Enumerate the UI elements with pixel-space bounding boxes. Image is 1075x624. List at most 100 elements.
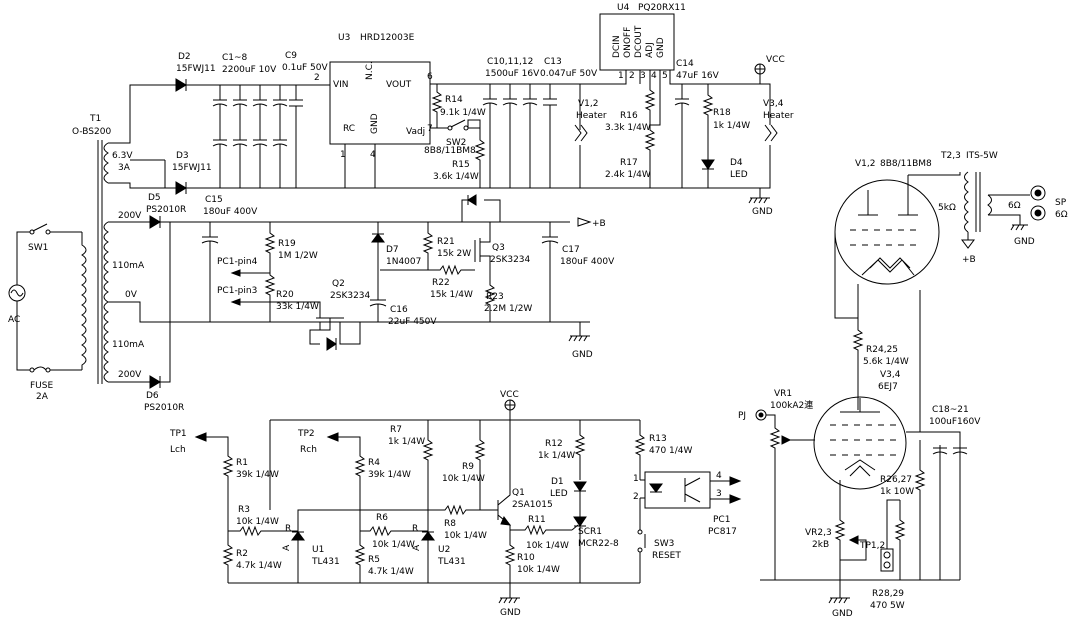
- svg-text:T1: T1: [89, 114, 101, 124]
- capacitor: [502, 84, 518, 188]
- svg-text:VCC: VCC: [500, 390, 519, 400]
- svg-text:PS2010R: PS2010R: [146, 205, 186, 215]
- output-stage: V1,2 8B8/11BM8 T2,3 ITS-5W 5kΩ 6Ω +B SP …: [738, 151, 1068, 619]
- svg-text:6Ω: 6Ω: [1055, 210, 1068, 220]
- svg-text:R9: R9: [462, 462, 474, 472]
- svg-text:15k 2W: 15k 2W: [437, 249, 471, 259]
- svg-text:ITS-5W: ITS-5W: [966, 151, 998, 161]
- svg-text:1k 1/4W: 1k 1/4W: [388, 437, 425, 447]
- svg-text:C15: C15: [205, 195, 223, 205]
- svg-text:R21: R21: [437, 237, 455, 247]
- capacitor: [212, 125, 228, 188]
- svg-text:1k 10W: 1k 10W: [880, 487, 914, 497]
- svg-text:180uF 400V: 180uF 400V: [203, 207, 258, 217]
- svg-text:C18~21: C18~21: [932, 405, 969, 415]
- svg-text:22uF 450V: 22uF 450V: [388, 317, 437, 327]
- svg-text:R24,25: R24,25: [866, 345, 898, 355]
- svg-text:TP1: TP1: [169, 429, 187, 439]
- svg-text:Q2: Q2: [332, 279, 345, 289]
- svg-text:2SK3234: 2SK3234: [330, 291, 371, 301]
- svg-text:39k 1/4W: 39k 1/4W: [368, 470, 411, 480]
- svg-text:2kB: 2kB: [812, 540, 829, 550]
- svg-text:180uF 400V: 180uF 400V: [560, 257, 615, 267]
- svg-text:0V: 0V: [125, 290, 138, 300]
- svg-text:LED: LED: [730, 170, 748, 180]
- svg-text:R11: R11: [528, 515, 546, 525]
- svg-text:C16: C16: [390, 305, 408, 315]
- svg-text:R14: R14: [445, 95, 463, 105]
- capacitor: [232, 125, 248, 188]
- svg-text:8B8/11BM8: 8B8/11BM8: [424, 146, 476, 156]
- svg-text:10k 1/4W: 10k 1/4W: [526, 541, 569, 551]
- svg-text:1: 1: [633, 474, 639, 484]
- svg-text:4: 4: [716, 471, 722, 481]
- svg-text:10k 1/4W: 10k 1/4W: [444, 531, 487, 541]
- svg-text:1M 1/2W: 1M 1/2W: [278, 251, 318, 261]
- svg-text:Vadj: Vadj: [406, 127, 425, 137]
- svg-text:D7: D7: [386, 245, 399, 255]
- svg-text:15FWJ11: 15FWJ11: [176, 64, 216, 74]
- svg-text:D2: D2: [178, 52, 191, 62]
- svg-text:D6: D6: [146, 391, 159, 401]
- svg-text:9.1k 1/4W: 9.1k 1/4W: [440, 108, 486, 118]
- svg-text:R12: R12: [545, 439, 563, 449]
- svg-text:C14: C14: [676, 59, 694, 69]
- svg-text:A: A: [412, 544, 422, 551]
- svg-text:PJ: PJ: [738, 411, 746, 421]
- svg-text:TL431: TL431: [437, 557, 466, 567]
- svg-text:D5: D5: [148, 193, 161, 203]
- svg-text:SW2: SW2: [446, 138, 466, 148]
- svg-text:10k 1/4W: 10k 1/4W: [517, 565, 560, 575]
- svg-text:10k 1/4W: 10k 1/4W: [442, 474, 485, 484]
- svg-text:1k 1/4W: 1k 1/4W: [713, 121, 750, 131]
- svg-text:R: R: [412, 524, 418, 534]
- svg-text:Rch: Rch: [300, 445, 317, 455]
- svg-text:1: 1: [340, 150, 346, 160]
- svg-text:R3: R3: [238, 505, 250, 515]
- svg-text:100uF160V: 100uF160V: [929, 417, 981, 427]
- svg-text:TP1,2: TP1,2: [859, 541, 885, 551]
- svg-text:VR1: VR1: [774, 389, 792, 399]
- svg-text:Heater: Heater: [763, 111, 794, 121]
- svg-text:2: 2: [314, 73, 320, 83]
- ac-input: AC SW1 FUSE 2A T1 O-BS200 6.3V 3A 200V 1…: [8, 84, 590, 402]
- svg-text:39k 1/4W: 39k 1/4W: [236, 470, 279, 480]
- svg-text:C13: C13: [544, 57, 562, 67]
- svg-text:10k 1/4W: 10k 1/4W: [236, 517, 279, 527]
- svg-text:33k 1/4W: 33k 1/4W: [276, 302, 319, 312]
- svg-text:A: A: [282, 544, 292, 551]
- svg-text:VIN: VIN: [333, 80, 349, 90]
- svg-text:4.7k 1/4W: 4.7k 1/4W: [368, 567, 414, 577]
- svg-text:RESET: RESET: [652, 551, 681, 561]
- svg-text:R8: R8: [444, 519, 456, 529]
- svg-text:3.6k 1/4W: 3.6k 1/4W: [433, 172, 479, 182]
- svg-text:D3: D3: [176, 151, 189, 161]
- svg-text:GND: GND: [500, 608, 521, 618]
- u4-pin-label: ONOFF: [623, 27, 633, 58]
- u4-pin-label: DCIN: [612, 35, 622, 58]
- svg-text:2: 2: [633, 492, 639, 502]
- svg-text:T2,3: T2,3: [940, 151, 961, 161]
- capacitor: [252, 85, 268, 125]
- svg-text:V3,4: V3,4: [880, 370, 901, 380]
- svg-text:PS2010R: PS2010R: [144, 403, 184, 413]
- capacitor: [272, 85, 288, 125]
- protection-circuit: TP1 Lch TP2 Rch R1 39k 1/4W R2 4.7k 1/4W…: [169, 390, 742, 618]
- svg-text:GND: GND: [832, 609, 853, 619]
- capacitor: [289, 85, 303, 188]
- u4-pin-label: DCOUT: [634, 25, 644, 58]
- u4-pin-number: 2: [629, 71, 635, 81]
- svg-text:GND: GND: [752, 207, 773, 217]
- svg-text:110mA: 110mA: [112, 261, 145, 271]
- svg-text:MCR22-8: MCR22-8: [578, 539, 619, 549]
- svg-text:R1: R1: [236, 458, 248, 468]
- svg-text:1k 1/4W: 1k 1/4W: [538, 451, 575, 461]
- pc1-optocoupler: [644, 471, 711, 509]
- svg-text:PC817: PC817: [708, 527, 737, 537]
- svg-text:HRD12003E: HRD12003E: [360, 33, 415, 43]
- svg-text:SW3: SW3: [654, 539, 674, 549]
- svg-text:R18: R18: [713, 108, 731, 118]
- svg-text:R23: R23: [486, 292, 504, 302]
- svg-text:SCR1: SCR1: [578, 527, 602, 537]
